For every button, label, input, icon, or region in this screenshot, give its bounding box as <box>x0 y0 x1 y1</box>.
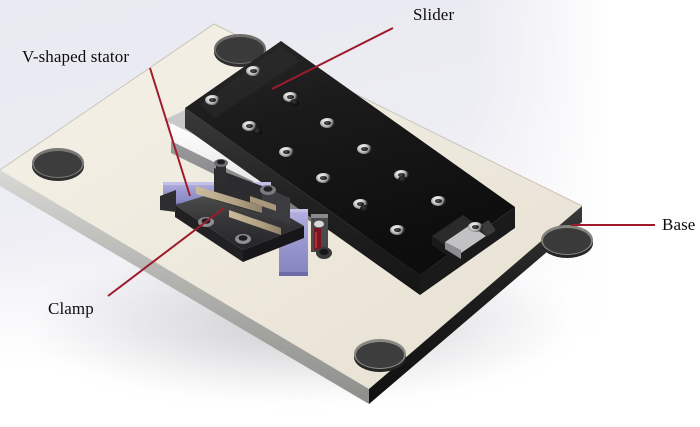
base-mounting-holes <box>32 34 593 372</box>
label-base: Base <box>662 215 696 234</box>
label-v-shaped-stator: V-shaped stator <box>22 47 130 66</box>
label-clamp: Clamp <box>48 299 94 318</box>
slider-block <box>185 41 515 295</box>
label-slider: Slider <box>413 5 455 24</box>
